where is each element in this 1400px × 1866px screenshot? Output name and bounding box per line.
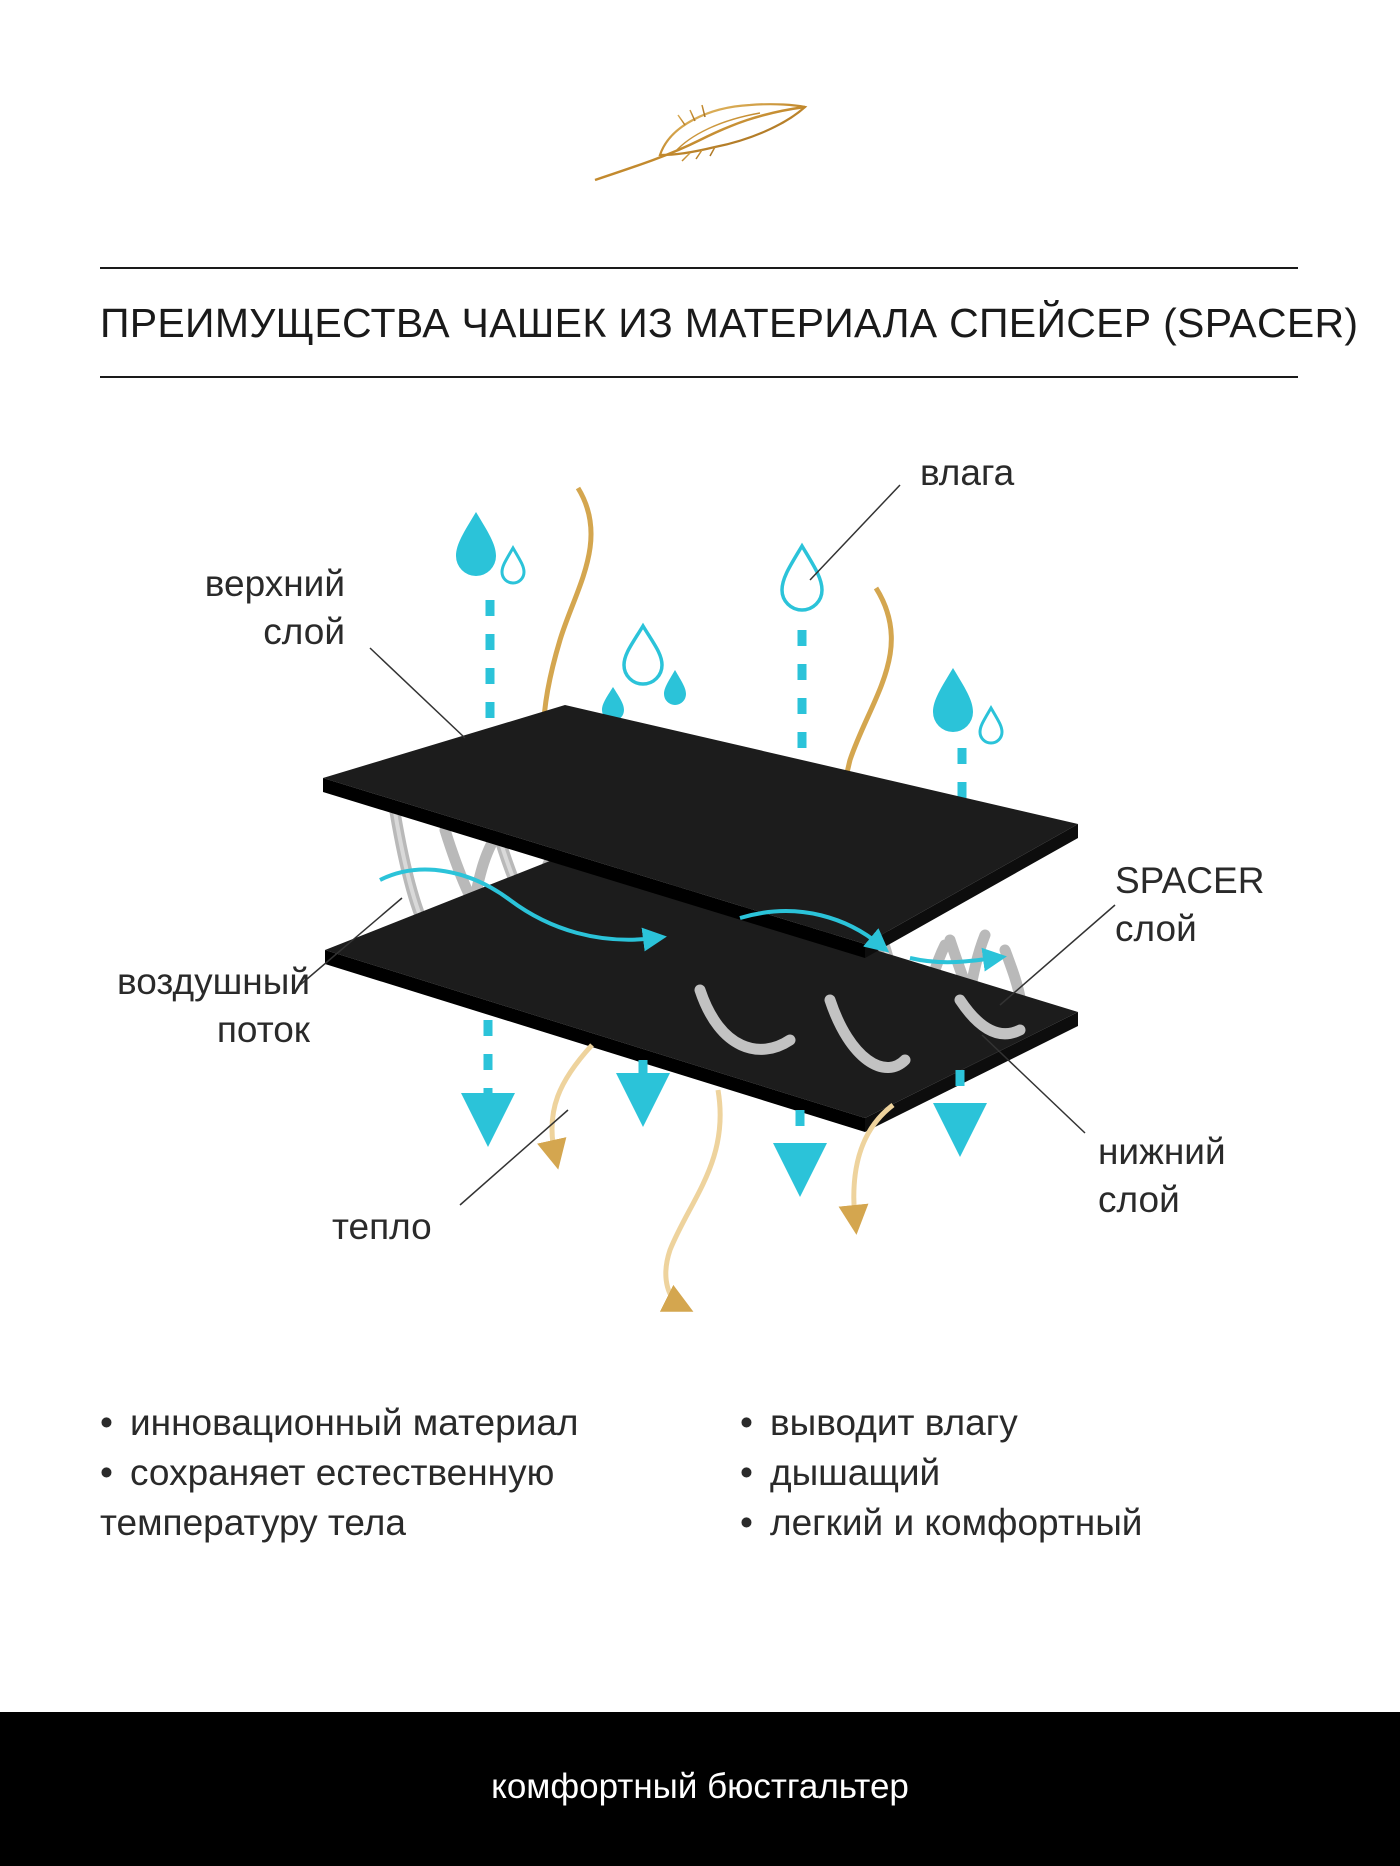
heat-arrow-out-1 [537,1043,594,1170]
title-top-rule [100,267,1298,269]
moisture-drop-icon [602,687,624,721]
moisture-drop-icon [500,545,526,585]
label-airflow: воздушный поток [116,961,310,1050]
label-spacer-layer: SPACER слой [1115,860,1265,949]
benefits-right: •выводит влагу •дышащий •легкий и комфор… [740,1398,1300,1548]
top-layer [323,705,1078,944]
page-title: ПРЕИМУЩЕСТВА ЧАШЕК ИЗ МАТЕРИАЛА СПЕЙСЕР … [100,300,1359,346]
airflow-arrow-1 [379,867,667,952]
list-item: •инновационный материал [100,1402,579,1443]
list-item: •выводит влагу [740,1402,1018,1443]
label-moisture: влага [920,452,1015,493]
moisture-drop-icon [933,668,973,732]
label-top-layer: верхний слой [204,563,345,652]
moisture-drop-icon [978,705,1004,745]
moisture-drop-group-3 [780,542,824,612]
heat-arrow-out-2 [659,1089,723,1312]
airflow-arrow-2 [739,909,890,953]
footer-text: комфортный бюстгальтер [491,1767,909,1806]
spacer-diagram [299,484,1116,1312]
feather-icon [594,103,808,182]
label-heat: тепло [332,1206,432,1247]
moisture-drop-group-2 [602,622,686,721]
list-item: •легкий и комфортный [740,1502,1143,1543]
footer-bar: комфортный бюстгальтер [0,1712,1400,1866]
moisture-drop-group-4 [933,668,1004,745]
heat-arrow-out-3 [838,1103,895,1235]
moisture-drop-icon [664,670,686,705]
list-item: •сохраняет естественную [100,1452,555,1493]
list-item: •дышащий [740,1452,941,1493]
moisture-drop-icon [780,542,824,612]
moisture-drop-group-1 [456,512,526,585]
list-item: температуру тела [100,1502,406,1543]
moisture-drop-icon [456,512,496,576]
airflow-arrow-3 [909,947,1007,972]
title-bottom-rule [100,376,1298,378]
moisture-drop-icon [622,622,664,686]
benefits-left: •инновационный материал •сохраняет естес… [100,1398,720,1548]
label-bottom-layer: нижний слой [1098,1131,1226,1220]
